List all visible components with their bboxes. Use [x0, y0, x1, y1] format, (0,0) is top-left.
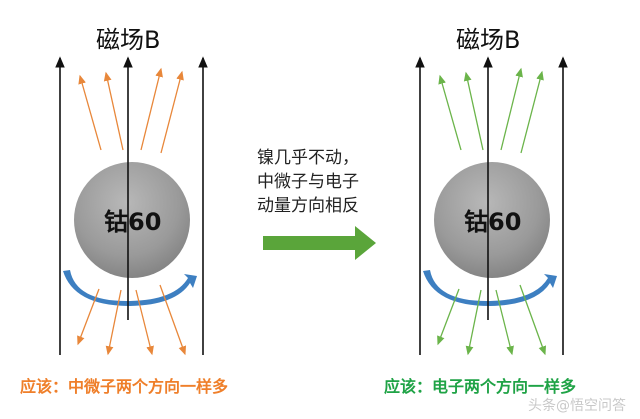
particle-arrow-down: [105, 289, 122, 356]
rotation-arrow-icon: [63, 270, 197, 306]
field-title: 磁场B: [96, 26, 160, 54]
right-conclusion: 应该：电子两个方向一样多: [384, 377, 576, 396]
caption-line-2: 中微子与电子: [257, 172, 359, 192]
particle-arrow-up: [160, 70, 184, 154]
particle-arrow-down: [519, 284, 547, 356]
particle-arrow-up: [463, 71, 484, 151]
particle-arrow-down: [465, 289, 482, 356]
middle-caption: 镍几乎不动， 中微子与电子 动量方向相反: [257, 148, 376, 260]
particle-arrow-down: [495, 289, 514, 356]
particle-arrow-up: [520, 70, 544, 154]
caption-line-1: 镍几乎不动，: [257, 148, 359, 168]
nucleus-label: 钴60: [104, 208, 161, 236]
rotation-arrow-icon: [423, 270, 557, 306]
watermark: 头条@悟空问答: [528, 397, 626, 414]
particle-arrow-down: [437, 288, 460, 346]
right-arrow-icon: [263, 226, 376, 260]
field-title: 磁场B: [456, 26, 520, 54]
left-panel: 磁场B 钴60: [55, 26, 208, 356]
particle-arrow-up: [438, 74, 462, 151]
caption-line-3: 动量方向相反: [257, 196, 359, 216]
nucleus-label: 钴60: [464, 208, 521, 236]
left-conclusion: 应该：中微子两个方向一样多: [20, 377, 228, 396]
nucleus-ball: [434, 162, 550, 278]
right-panel: 磁场B 钴60: [415, 26, 568, 356]
particle-arrow-down: [159, 284, 187, 356]
particle-arrow-down: [135, 289, 154, 356]
nucleus-ball: [74, 162, 190, 278]
particle-arrow-down: [77, 288, 100, 346]
particle-arrow-up: [500, 67, 523, 151]
particle-arrow-up: [78, 74, 102, 151]
particle-arrow-up: [140, 67, 163, 151]
particle-arrow-up: [103, 71, 124, 151]
